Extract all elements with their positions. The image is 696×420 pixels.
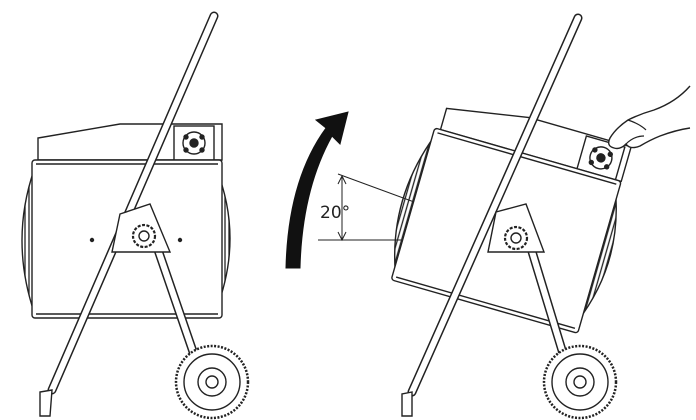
heater-upright (21, 11, 250, 420)
handle-foot (39, 389, 53, 417)
tilted-wheel (542, 344, 618, 420)
pivot-knob (131, 223, 157, 249)
heater-tilted (391, 13, 633, 420)
tilt-direction-arrow (285, 111, 349, 269)
wheel (174, 344, 250, 420)
hand-illustration (607, 85, 691, 150)
control-panel (173, 125, 215, 161)
tilt-angle-label: 20° (320, 203, 350, 223)
tilted-pivot-knob (503, 225, 529, 251)
